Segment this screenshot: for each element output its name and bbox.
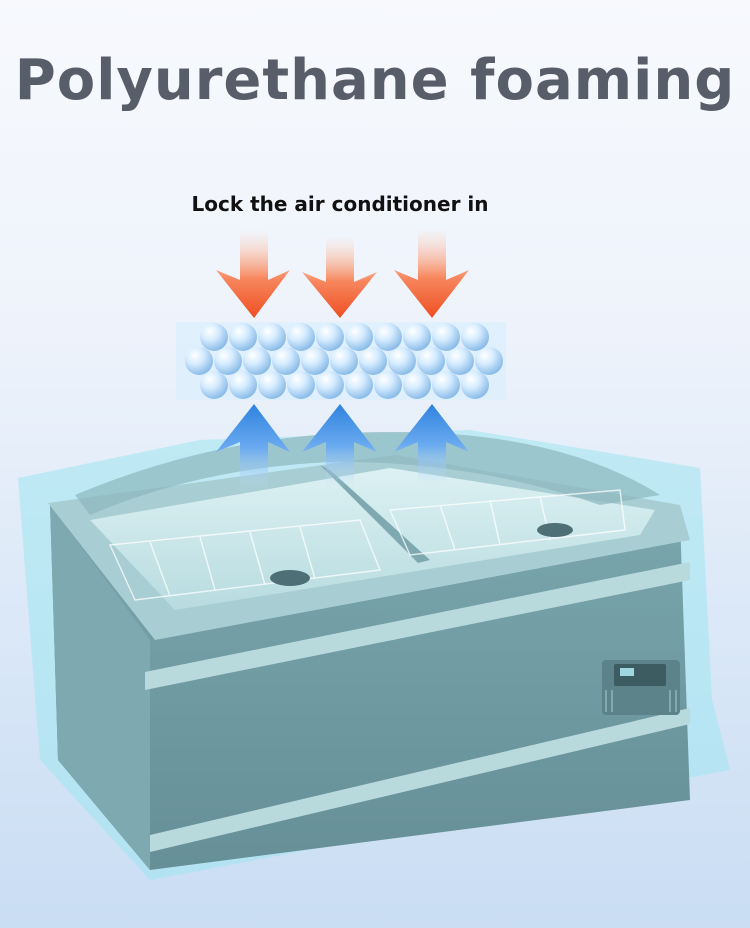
foam-layer [176,322,506,400]
chest-freezer [48,431,690,870]
foam-bubble-icon [185,323,503,399]
arrow-up-icon [216,404,469,492]
subtitle: Lock the air conditioner in [191,192,489,216]
arrow-down-icon [216,228,469,318]
page-title: Polyurethane foaming [14,48,736,113]
